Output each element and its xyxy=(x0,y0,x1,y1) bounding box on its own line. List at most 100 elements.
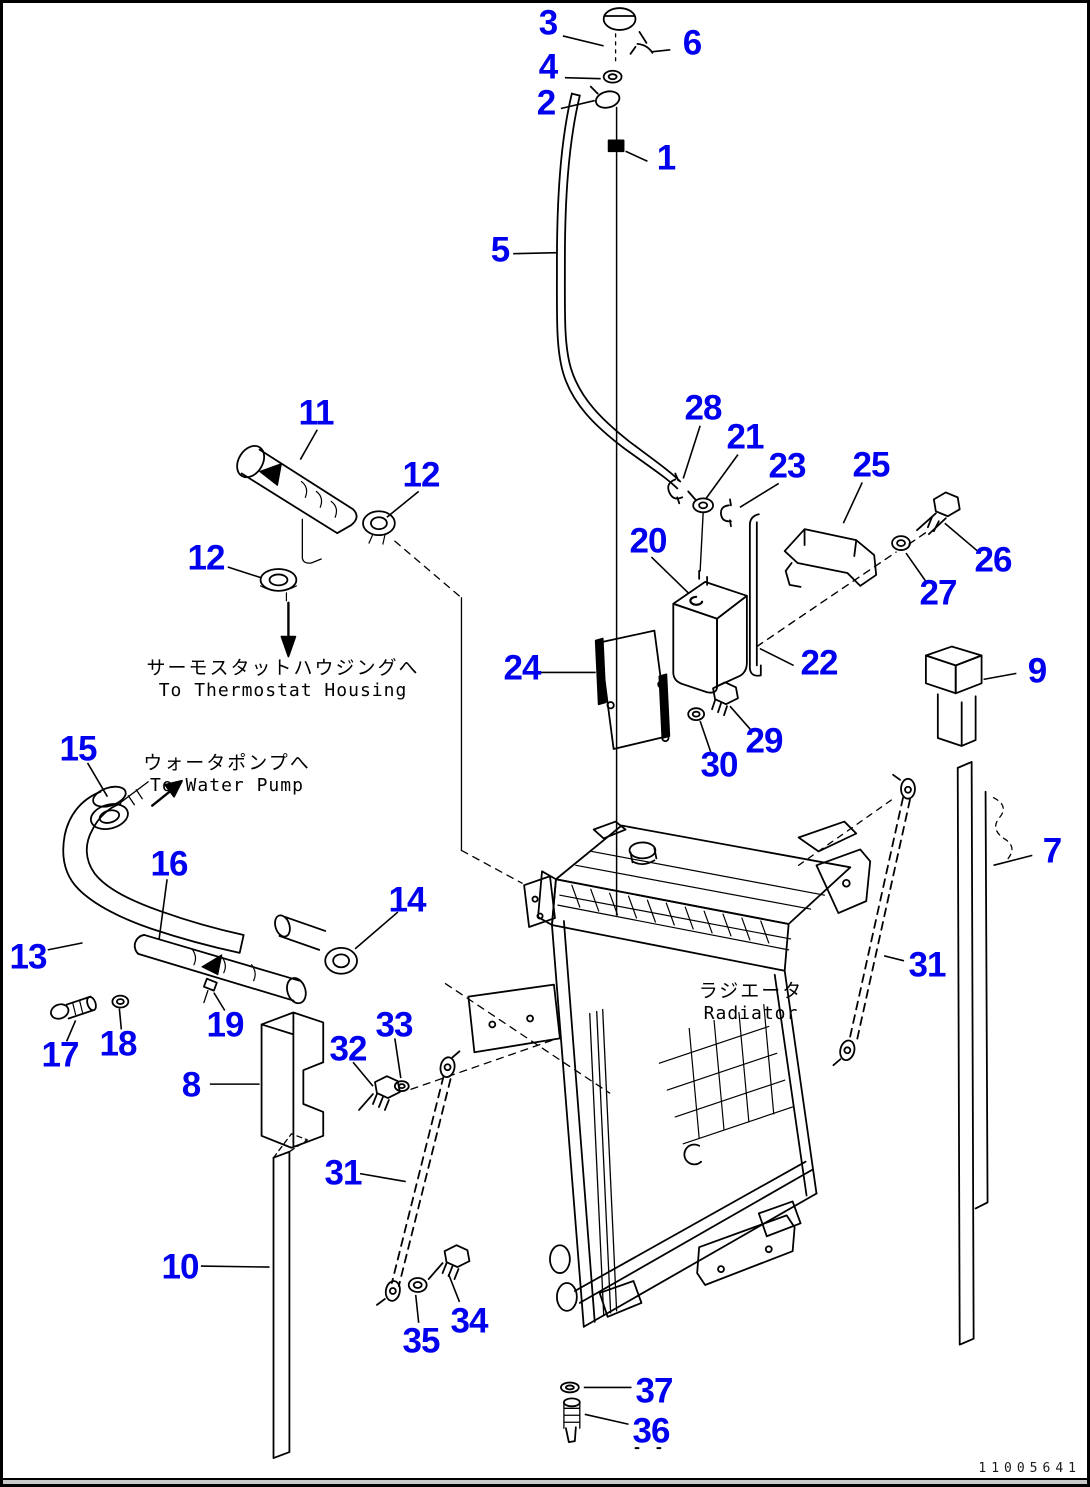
callout-12-2[interactable]: 12 xyxy=(187,538,226,578)
callout-31-2[interactable]: 31 xyxy=(324,1153,363,1193)
leader-line-32 xyxy=(352,1061,374,1087)
callout-1[interactable]: 1 xyxy=(656,138,676,178)
callout-12[interactable]: 12 xyxy=(402,455,441,495)
clamp-part-12-right xyxy=(362,510,396,537)
to-thermostat-housing-jp: サーモスタットハウジングへ xyxy=(146,656,420,679)
hose-part-13 xyxy=(62,785,245,954)
leader-line-9 xyxy=(983,672,1017,681)
to-water-pump-jp: ウォータポンプへ xyxy=(143,751,311,774)
callout-8[interactable]: 8 xyxy=(181,1065,201,1105)
bolt-part-19 xyxy=(202,977,218,1004)
stay-rod-part-31-right xyxy=(832,773,916,1067)
callout-13[interactable]: 13 xyxy=(9,937,48,977)
to-water-pump-en: To Water Pump xyxy=(150,774,304,796)
callout-15[interactable]: 15 xyxy=(59,729,98,769)
bracket-part-25 xyxy=(783,528,878,588)
drawing-number: 11005641 xyxy=(978,1461,1081,1476)
leader-line-16 xyxy=(158,879,168,940)
drain-valve-part-36 xyxy=(563,1397,581,1444)
leader-line-31-2 xyxy=(359,1172,406,1183)
leader-line-12 xyxy=(386,490,420,518)
callout-37[interactable]: 37 xyxy=(635,1371,674,1411)
leader-line-5 xyxy=(513,251,557,255)
callout-33[interactable]: 33 xyxy=(375,1005,414,1045)
washer-part-33 xyxy=(393,1080,410,1092)
hose-part-16 xyxy=(133,934,307,1005)
leader-line-35 xyxy=(414,1294,420,1323)
callout-26[interactable]: 26 xyxy=(974,540,1013,580)
seal-block-part-8 xyxy=(260,1011,325,1149)
clip-part-6 xyxy=(629,31,654,55)
plate-part-24 xyxy=(594,629,671,750)
leader-line-28 xyxy=(682,425,701,479)
leader-line-13 xyxy=(47,942,83,951)
strap-part-22 xyxy=(748,513,762,677)
callout-16[interactable]: 16 xyxy=(150,844,189,884)
callout-2[interactable]: 2 xyxy=(536,83,556,123)
leader-line-23 xyxy=(739,482,780,508)
radiator-label-en: Radiator xyxy=(703,1002,799,1024)
washer-part-18 xyxy=(111,994,130,1009)
leader-line-20 xyxy=(650,556,689,594)
callout-19[interactable]: 19 xyxy=(206,1005,245,1045)
leader-line-11 xyxy=(299,429,318,460)
page-bottom-edge xyxy=(3,1478,1087,1484)
washer-part-37 xyxy=(560,1381,580,1394)
callout-14[interactable]: 14 xyxy=(388,880,427,920)
callout-4[interactable]: 4 xyxy=(538,47,558,87)
callout-28[interactable]: 28 xyxy=(684,388,723,428)
leader-line-12-2 xyxy=(227,566,262,579)
callout-30[interactable]: 30 xyxy=(700,745,739,785)
leader-line-15 xyxy=(86,762,109,798)
joint-part-21 xyxy=(692,497,714,514)
callout-11[interactable]: 11 xyxy=(298,393,335,433)
callout-5[interactable]: 5 xyxy=(490,230,510,270)
leader-line-22 xyxy=(759,647,794,667)
leader-line-21 xyxy=(705,454,739,499)
clamp-part-1 xyxy=(607,139,625,153)
radiator-label-jp: ラジエータ xyxy=(698,979,804,1002)
clamp-part-15 xyxy=(90,781,149,831)
radiator-part xyxy=(408,820,872,1328)
callout-7[interactable]: 7 xyxy=(1042,831,1062,871)
hose-stub-part-16 xyxy=(278,916,327,951)
diagram-line-art xyxy=(47,7,1033,1459)
callout-27[interactable]: 27 xyxy=(919,573,958,613)
leader-lines xyxy=(47,35,1033,1426)
callout-17[interactable]: 17 xyxy=(41,1035,80,1075)
callout-6[interactable]: 6 xyxy=(682,23,702,63)
callout-32[interactable]: 32 xyxy=(329,1029,368,1069)
stay-rod-part-31-left xyxy=(376,1050,461,1306)
callout-21[interactable]: 21 xyxy=(726,417,765,457)
callout-29[interactable]: 29 xyxy=(745,721,784,761)
callout-34[interactable]: 34 xyxy=(450,1301,489,1341)
leader-line-10 xyxy=(200,1265,270,1268)
callout-10[interactable]: 10 xyxy=(161,1247,200,1287)
callout-31[interactable]: 31 xyxy=(908,945,947,985)
callout-36[interactable]: 36 xyxy=(632,1411,671,1451)
leader-line-1 xyxy=(625,150,648,162)
callout-35[interactable]: 35 xyxy=(402,1321,441,1361)
reservoir-tank-part-20 xyxy=(672,570,748,694)
leader-line-7 xyxy=(993,854,1033,867)
callout-9[interactable]: 9 xyxy=(1027,651,1047,691)
leader-line-4 xyxy=(564,76,601,80)
clamp-part-12-left xyxy=(259,568,298,592)
leader-line-3 xyxy=(562,35,604,47)
callout-23[interactable]: 23 xyxy=(768,446,807,486)
callout-24[interactable]: 24 xyxy=(503,648,542,688)
callout-3[interactable]: 3 xyxy=(538,3,558,43)
callout-20[interactable]: 20 xyxy=(629,521,668,561)
callout-25[interactable]: 25 xyxy=(852,445,891,485)
washer-part-30 xyxy=(687,707,706,722)
callout-22[interactable]: 22 xyxy=(800,643,839,683)
washer-part-35 xyxy=(407,1277,428,1293)
flow-arrow-water-pump xyxy=(164,779,183,798)
leader-line-33 xyxy=(394,1038,402,1079)
leader-line-34 xyxy=(447,1273,461,1303)
leader-line-2 xyxy=(560,99,595,110)
seal-block-part-9 xyxy=(924,645,983,747)
callout-18[interactable]: 18 xyxy=(99,1024,138,1064)
clamp-part-14 xyxy=(324,946,358,975)
